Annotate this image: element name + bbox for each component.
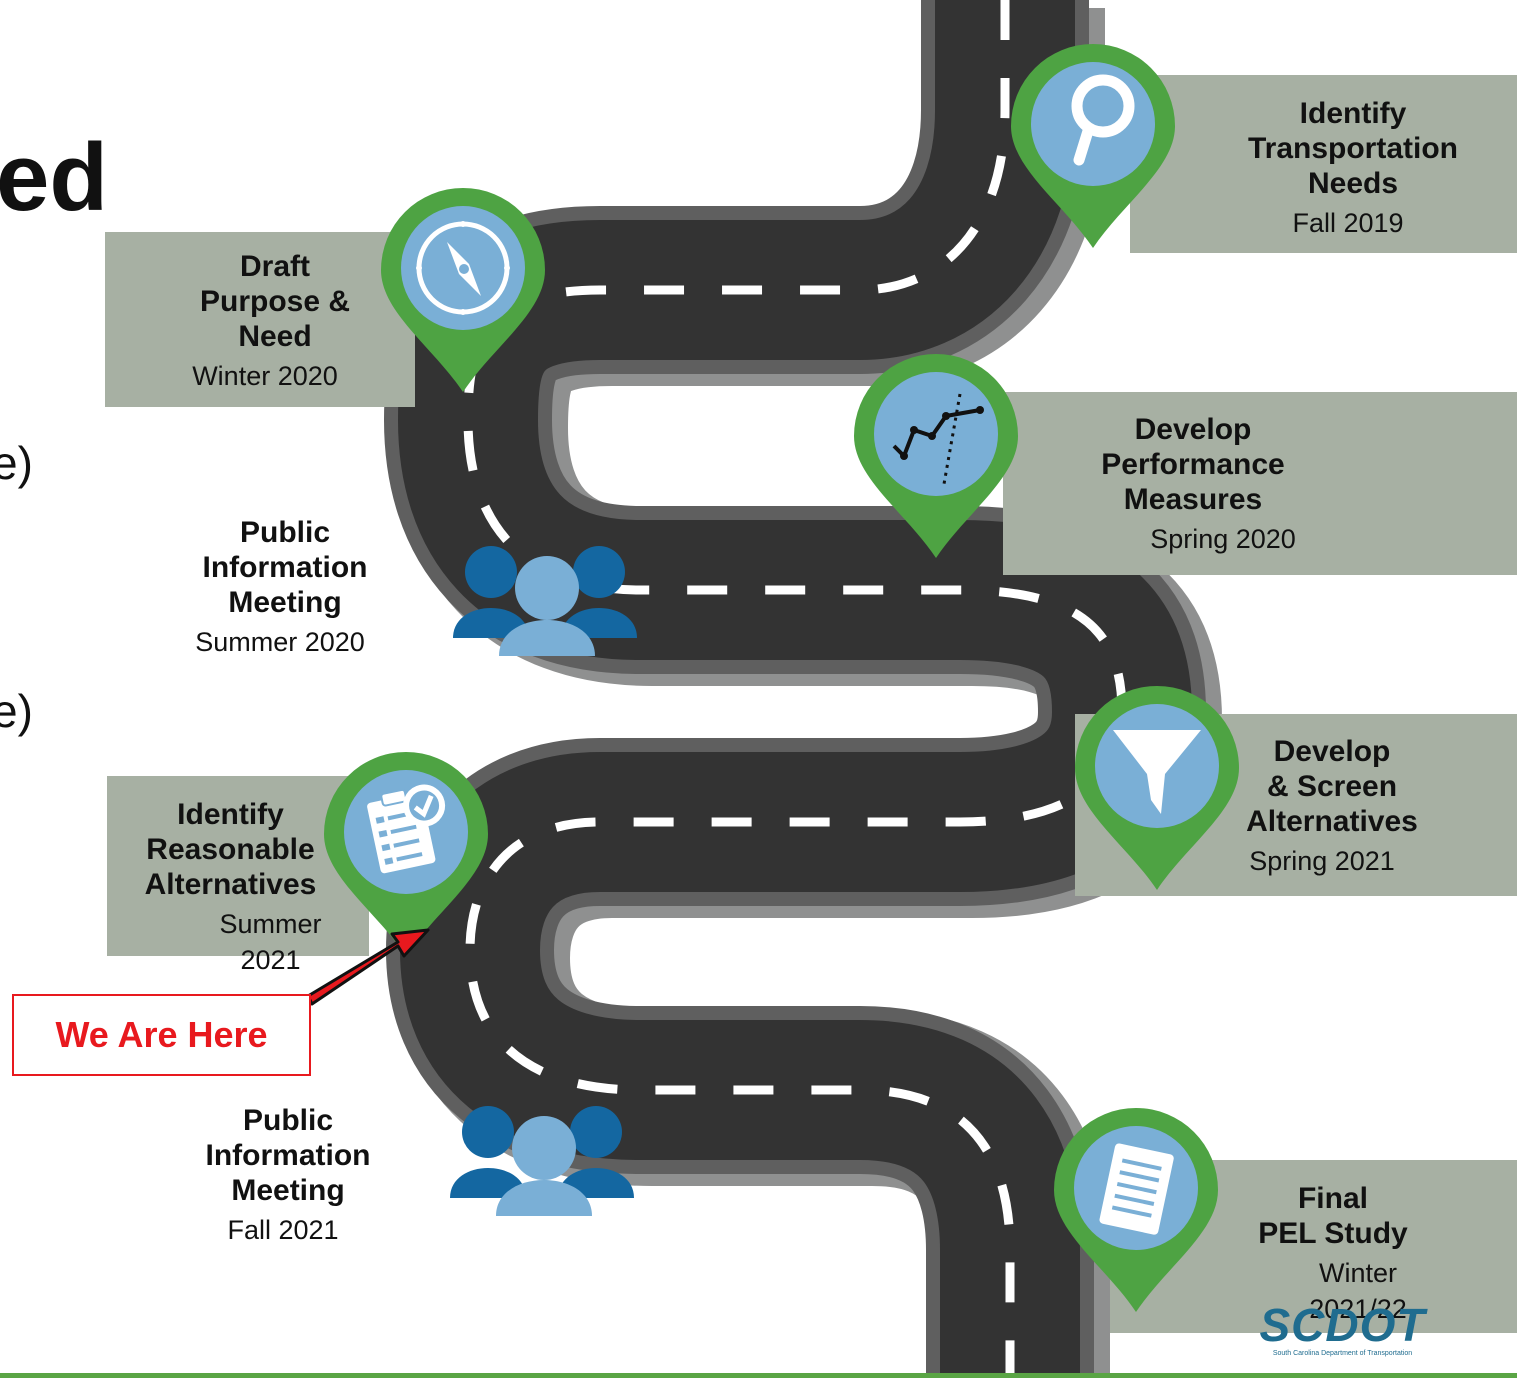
label-panel [107, 776, 369, 956]
map-pin-marker [324, 751, 488, 956]
milestone-label: Public Information Meeting Fall 2021 [205, 1104, 371, 1245]
people-icon [450, 1106, 634, 1216]
milestone-label: Draft Purpose & Need Winter 2020 [192, 250, 351, 391]
checklist-icon [367, 784, 446, 874]
milestone-label: Identify Transportation Needs Fall 2019 [1247, 97, 1458, 238]
milestone-label: Public Information Meeting Summer 2020 [195, 516, 368, 657]
people-icon [453, 546, 637, 656]
logo-subtitle: South Carolina Department of Transportat… [1272, 1350, 1413, 1357]
compass-icon [416, 221, 510, 315]
cropped-bullet-text: e) [0, 437, 33, 489]
map-pin-marker [381, 187, 545, 392]
milestone-label: Final PEL Study Winter 2021/22 [1258, 1182, 1408, 1324]
funnel-icon [1113, 730, 1201, 814]
label-panel [1003, 392, 1517, 575]
scdot-logo: SCDOT South Carolina Department of Trans… [1250, 1302, 1435, 1366]
milestone-label: Develop Performance Measures Spring 2020 [1101, 413, 1296, 554]
map-pin-marker [1054, 1107, 1218, 1312]
we-are-here-callout: We Are Here [12, 994, 311, 1076]
label-panel [105, 232, 415, 407]
logo-wordmark: SCDOT [1259, 1299, 1426, 1351]
we-are-here-text: We Are Here [55, 1014, 268, 1055]
footer-rule [0, 1373, 1517, 1378]
label-panel [1130, 75, 1517, 253]
milestone-label: Identify Reasonable Alternatives Summer … [144, 798, 322, 975]
document-icon [1099, 1143, 1174, 1235]
line-chart-icon [892, 393, 984, 485]
we-are-here-arrow [306, 928, 430, 1006]
map-pin-marker [1011, 43, 1175, 248]
map-pin-marker [1075, 685, 1239, 890]
cropped-bullet-text: e) [0, 685, 33, 737]
milestone-label: Develop & Screen Alternatives Spring 202… [1246, 735, 1418, 876]
map-pin-marker [854, 353, 1018, 558]
cropped-heading-text: ed [0, 124, 109, 231]
magnifier-icon [1071, 74, 1135, 166]
